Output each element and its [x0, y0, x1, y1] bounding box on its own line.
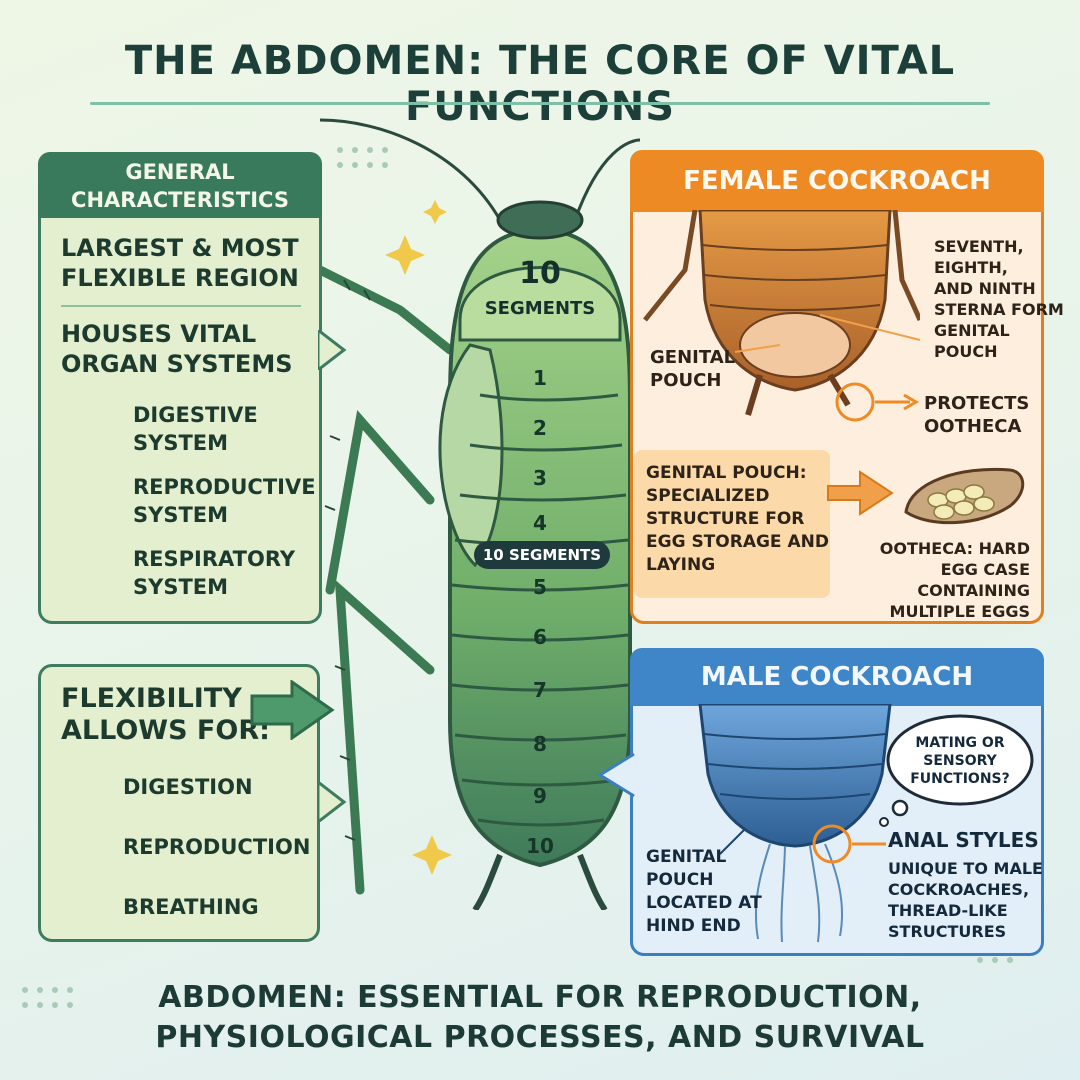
system-item: REPRODUCTIVE: [133, 475, 316, 499]
callout-pointer: [318, 330, 347, 370]
flexibility-title: FLEXIBILITY: [61, 683, 242, 714]
genital-pouch-callout: [634, 450, 830, 598]
segment-count-label: SEGMENTS: [484, 298, 596, 319]
ootheca-description: OOTHECA: HARD EGG CASE CONTAINING MULTIP…: [879, 539, 1030, 621]
system-item: SYSTEM: [133, 575, 229, 599]
segment-number: 10: [526, 834, 554, 858]
cockroach-illustration: [315, 118, 640, 910]
segment-badge: 10 SEGMENTS: [474, 541, 610, 569]
ootheca-icon: [904, 467, 1025, 525]
general-characteristics-header: GENERAL CHARACTERISTICS: [38, 152, 322, 218]
largest-region-line: LARGEST & MOST: [61, 234, 299, 262]
largest-region-line: FLEXIBLE REGION: [61, 264, 299, 292]
callout-pointer: [318, 782, 347, 822]
title-divider: [90, 102, 990, 105]
flexibility-item: BREATHING: [123, 895, 259, 919]
system-item: SYSTEM: [133, 431, 229, 455]
header-line: GENERAL: [125, 160, 235, 184]
flexibility-item: REPRODUCTION: [123, 835, 311, 859]
segment-number: 5: [533, 575, 547, 599]
segment-number: 3: [533, 466, 547, 490]
callout-pointer: [597, 752, 635, 798]
segment-number: 7: [533, 678, 547, 702]
system-item: RESPIRATORY: [133, 547, 296, 571]
segment-number: 4: [533, 511, 547, 535]
organ-systems-line: ORGAN SYSTEMS: [61, 350, 293, 378]
flexibility-title: ALLOWS FOR:: [61, 715, 270, 746]
page-title: THE ABDOMEN: THE CORE OF VITAL FUNCTIONS: [124, 38, 956, 130]
general-characteristics-panel: GENERAL CHARACTERISTICS LARGEST & MOST F…: [38, 152, 322, 624]
sterna-note: SEVENTH, EIGHTH, AND NINTH STERNA FORM G…: [934, 237, 1064, 361]
male-header: MALE COCKROACH: [630, 648, 1044, 706]
divider: [61, 305, 301, 307]
protects-ootheca-label: PROTECTS OOTHECA: [924, 393, 1030, 437]
arrow-right-icon: [827, 470, 894, 516]
segment-number: 2: [533, 416, 547, 440]
summary-line: PHYSIOLOGICAL PROCESSES, AND SURVIVAL: [155, 1020, 925, 1055]
male-genital-pouch-label: GENITAL POUCH LOCATED AT HIND END: [646, 847, 762, 936]
anal-styles-marker: [812, 824, 886, 864]
segment-number: 8: [533, 732, 547, 756]
female-genital-pouch-label: GENITAL POUCH: [650, 347, 736, 391]
female-header: FEMALE COCKROACH: [630, 150, 1044, 212]
segment-number: 1: [533, 366, 547, 390]
segment-number: 9: [533, 784, 547, 808]
segment-count: 10: [519, 256, 561, 291]
male-abdomen-illustration: [698, 704, 892, 943]
organ-systems-line: HOUSES VITAL: [61, 320, 257, 348]
thought-bubble: [879, 714, 1034, 827]
system-item: SYSTEM: [133, 503, 229, 527]
arrow-right-icon: [250, 680, 335, 740]
system-item: DIGESTIVE: [133, 403, 258, 427]
segment-number: 6: [533, 625, 547, 649]
female-abdomen-illustration: [643, 210, 920, 416]
genital-pouch-description: GENITAL POUCH: SPECIALIZED STRUCTURE FOR…: [646, 463, 829, 575]
anal-styles-description: UNIQUE TO MALE COCKROACHES, THREAD-LIKE …: [888, 859, 1043, 941]
summary-line: ABDOMEN: ESSENTIAL FOR REPRODUCTION,: [158, 980, 922, 1015]
thought-bubble-text: MATING OR SENSORY FUNCTIONS?: [910, 735, 1010, 787]
anal-styles-title: ANAL STYLES: [888, 828, 1039, 852]
header-line: CHARACTERISTICS: [71, 188, 289, 212]
female-leader-lines: [734, 314, 921, 422]
flexibility-item: DIGESTION: [123, 775, 253, 799]
